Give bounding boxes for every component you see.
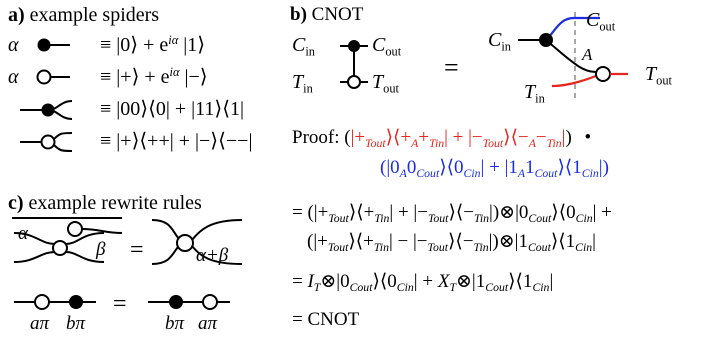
commute-rhs <box>148 294 230 310</box>
decomp-control-out-label: Cout <box>586 9 616 34</box>
z-spider-phase <box>37 38 70 52</box>
derivation-line-4: = CNOT <box>292 309 360 330</box>
commute-equals-sign: = <box>113 291 127 317</box>
commute-lhs <box>14 294 96 310</box>
cnot-target-in-label: Tin <box>292 71 313 96</box>
spider-row-2-equation: ≡ |+⟩ + eiα |−⟩ <box>100 65 208 88</box>
panel-a-heading: a) example spiders <box>8 4 160 26</box>
fusion-beta-label: β <box>96 239 106 260</box>
derivation-line-3: = IT⊗|0Cout⟩⟨0Cin| + XT⊗|1Cout⟩⟨1Cin| <box>292 271 554 295</box>
decomp-target-out-label: Tout <box>645 63 672 88</box>
fusion-equals-sign: = <box>130 237 144 263</box>
panel-b-heading: b) CNOT <box>290 4 364 25</box>
cnot-equals-sign: = <box>444 53 459 82</box>
cnot-target-out-label: Tout <box>372 71 399 96</box>
spider-fusion-lhs <box>12 217 123 263</box>
spider-row-2-label: α <box>8 66 19 88</box>
x-copy-spider <box>20 132 73 152</box>
derivation-line-2: (|+Tout⟩⟨+Tin| − |−Tout⟩⟨−Tin|)⊗|1Cout⟩⟨… <box>307 231 596 255</box>
panel-c-heading: c) example rewrite rules <box>8 192 202 214</box>
fused-phase-label: α+β <box>196 245 229 266</box>
commute-rhs-b-pi: bπ <box>165 313 185 334</box>
cnot-gate-symbol <box>340 40 368 89</box>
spider-row-3-equation: ≡ |00⟩⟨0| + |11⟩⟨1| <box>100 98 245 120</box>
z-copy-spider <box>20 100 73 120</box>
proof-line-2: (|0A0Cout⟩⟨0Cin| + |1A1Cout⟩⟨1Cin|) <box>380 157 609 181</box>
commute-lhs-a-pi: aπ <box>30 313 50 334</box>
proof-line-1: Proof: (|+Tout⟩⟨+A+Tin| + |−Tout⟩⟨−A−Tin… <box>292 127 592 151</box>
commute-lhs-b-pi: bπ <box>66 313 86 334</box>
cnot-control-out-label: Cout <box>372 34 402 59</box>
spider-row-1-label: α <box>8 34 19 56</box>
spider-row-1-equation: ≡ |0⟩ + eiα |1⟩ <box>100 33 206 56</box>
fusion-alpha-label: α <box>18 223 28 244</box>
spider-row-4-equation: ≡ |+⟩⟨++| + |−⟩⟨−−| <box>100 130 253 152</box>
decomp-target-in-label: Tin <box>524 81 545 106</box>
decomp-control-in-label: Cin <box>488 29 511 54</box>
x-spider-phase <box>36 69 70 85</box>
cnot-control-in-label: Cin <box>292 34 315 59</box>
commute-rhs-a-pi: aπ <box>198 313 218 334</box>
cnot-decomposition <box>518 12 628 100</box>
derivation-line-1: = (|+Tout⟩⟨+Tin| + |−Tout⟩⟨−Tin|)⊗|0Cout… <box>292 202 612 226</box>
decomp-ancilla-label: A <box>582 45 593 64</box>
spider-fusion-rhs <box>151 219 243 265</box>
